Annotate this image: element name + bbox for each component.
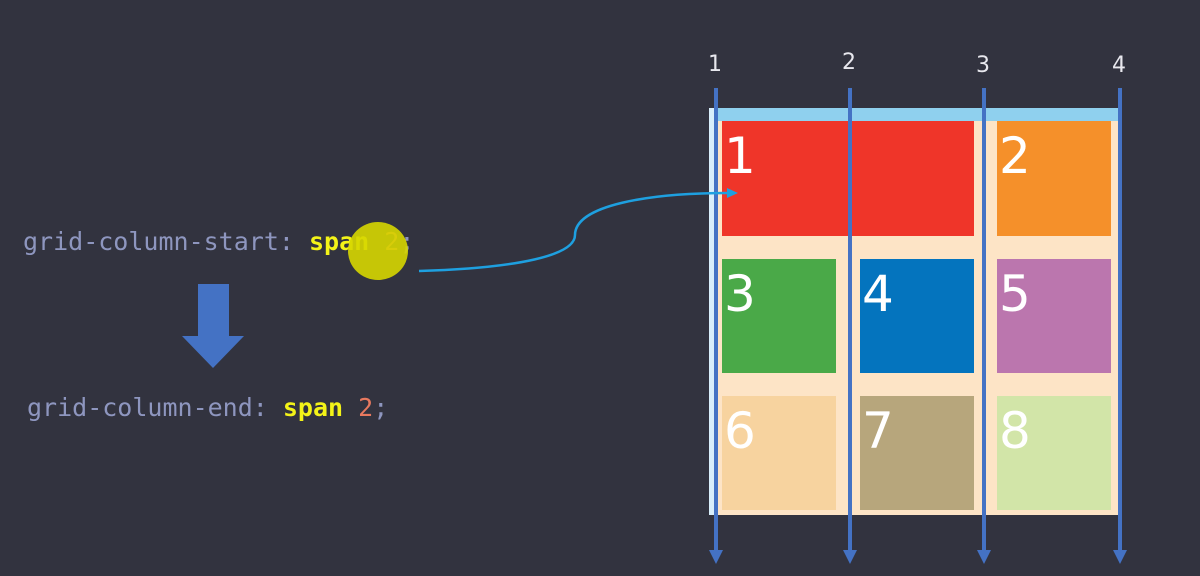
css-value: 2	[343, 393, 374, 422]
grid-item-2: 2	[997, 121, 1111, 236]
grid-item-4: 4	[860, 259, 974, 373]
css-keyword: span	[282, 393, 344, 422]
grid-item-6: 6	[722, 396, 836, 510]
grid-item-3: 3	[722, 259, 836, 373]
grid-top-border	[709, 108, 1120, 121]
down-arrow-icon	[182, 284, 244, 368]
grid-line-label-1: 1	[708, 52, 722, 77]
grid-item-7: 7	[860, 396, 974, 510]
grid-line-label-2: 2	[842, 50, 856, 75]
code-line-grid-column-end: grid-column-end: span 2;	[27, 393, 388, 422]
css-property: grid-column-end:	[27, 393, 283, 422]
pointer-curve-arrow	[418, 188, 738, 273]
grid-left-border	[709, 108, 718, 515]
grid-line-label-3: 3	[976, 53, 990, 78]
cursor-highlight	[348, 222, 408, 280]
grid-line-1	[709, 88, 723, 564]
grid-line-label-4: 4	[1112, 53, 1126, 78]
grid-line-2	[843, 88, 857, 564]
css-property: grid-column-start:	[23, 227, 309, 256]
grid-item-5: 5	[997, 259, 1111, 373]
grid-line-4	[1113, 88, 1127, 564]
grid-item-8: 8	[997, 396, 1111, 510]
semicolon: ;	[373, 393, 389, 422]
grid-line-3	[977, 88, 991, 564]
